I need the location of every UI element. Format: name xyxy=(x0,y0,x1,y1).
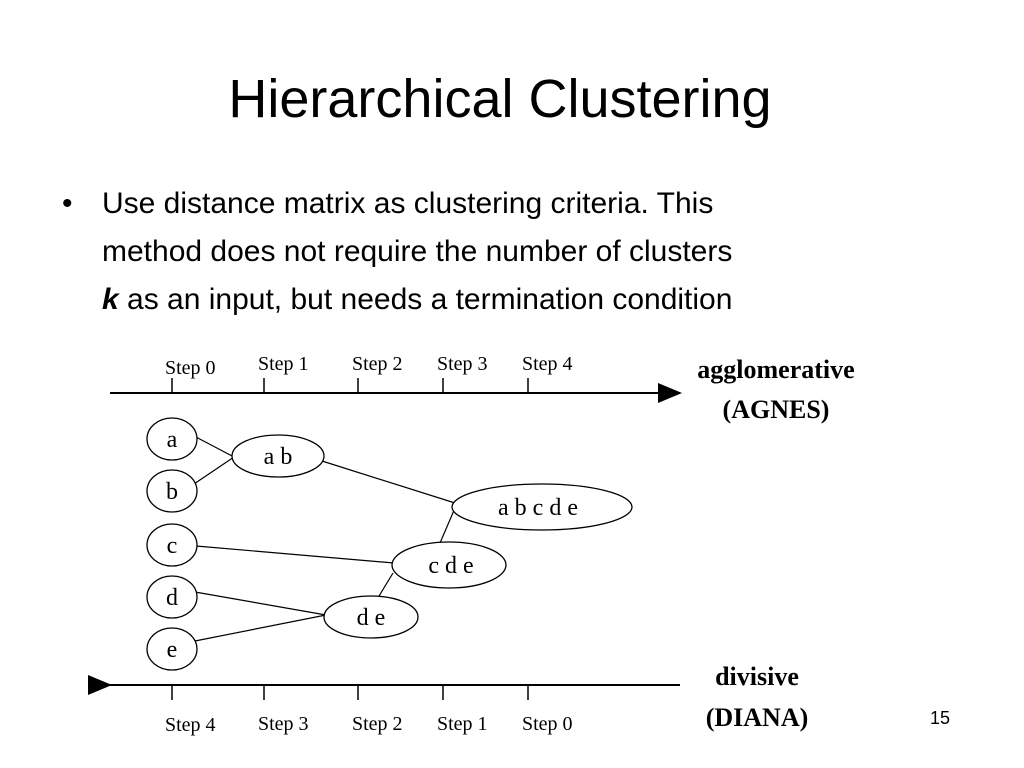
node-ab-label: a b xyxy=(264,444,293,470)
bullet-text: Use distance matrix as clustering criter… xyxy=(102,180,962,324)
link-e-de xyxy=(194,614,327,642)
node-e-label: e xyxy=(167,637,178,663)
bottom-step-label-2: Step 2 xyxy=(352,713,403,735)
top-step-label-0: Step 0 xyxy=(165,357,216,379)
node-c-ellipse xyxy=(146,523,198,567)
node-ab-ellipse xyxy=(231,434,325,478)
top-step-ticks xyxy=(171,378,529,393)
bullet-line-3: k as an input, but needs a termination c… xyxy=(102,276,962,324)
node-ellipses xyxy=(146,417,633,671)
node-a-label: a xyxy=(167,427,178,453)
k-variable: k xyxy=(102,283,119,316)
link-a-ab xyxy=(193,435,235,458)
bullet-line-2: method does not require the number of cl… xyxy=(102,235,733,268)
top-step-label-4: Step 4 xyxy=(522,353,573,375)
agnes-label: (AGNES) xyxy=(723,395,830,424)
slide-title: Hierarchical Clustering xyxy=(228,69,772,129)
page-number: 15 xyxy=(930,708,951,728)
node-c-label: c xyxy=(167,533,178,559)
node-d-ellipse xyxy=(146,575,198,619)
bottom-step-label-1: Step 3 xyxy=(258,713,309,735)
link-b-ab xyxy=(193,456,235,485)
diana-label: (DIANA) xyxy=(706,703,809,732)
node-cde-label: c d e xyxy=(428,553,473,579)
bottom-step-label-4: Step 0 xyxy=(522,713,573,735)
top-step-label-3: Step 3 xyxy=(437,353,488,375)
link-c-cde xyxy=(195,545,395,564)
top-step-label-2: Step 2 xyxy=(352,353,403,375)
link-d-de xyxy=(194,591,327,616)
node-abcde-ellipse xyxy=(451,483,633,531)
agglomerative-label: agglomerative xyxy=(697,355,854,384)
bottom-step-label-0: Step 4 xyxy=(165,714,216,736)
top-step-label-1: Step 1 xyxy=(258,353,309,375)
bottom-step-ticks xyxy=(171,685,529,700)
bullet-dot-icon: • xyxy=(62,187,73,220)
node-de-label: d e xyxy=(357,605,386,631)
bottom-step-label-3: Step 1 xyxy=(437,713,488,735)
link-cde-abcde xyxy=(439,507,456,544)
bullet-line-3-rest: as an input, but needs a termination con… xyxy=(118,283,733,316)
link-ab-abcde xyxy=(321,460,456,504)
node-cde-ellipse xyxy=(391,541,507,589)
divisive-label: divisive xyxy=(715,662,799,691)
node-de-ellipse xyxy=(323,595,419,639)
node-abcde-label: a b c d e xyxy=(498,495,578,521)
node-b-ellipse xyxy=(146,469,198,513)
node-a-ellipse xyxy=(146,417,198,461)
node-e-ellipse xyxy=(146,627,198,671)
node-d-label: d xyxy=(166,585,178,611)
node-b-label: b xyxy=(166,479,178,505)
bullet-line-1: Use distance matrix as clustering criter… xyxy=(102,187,714,220)
